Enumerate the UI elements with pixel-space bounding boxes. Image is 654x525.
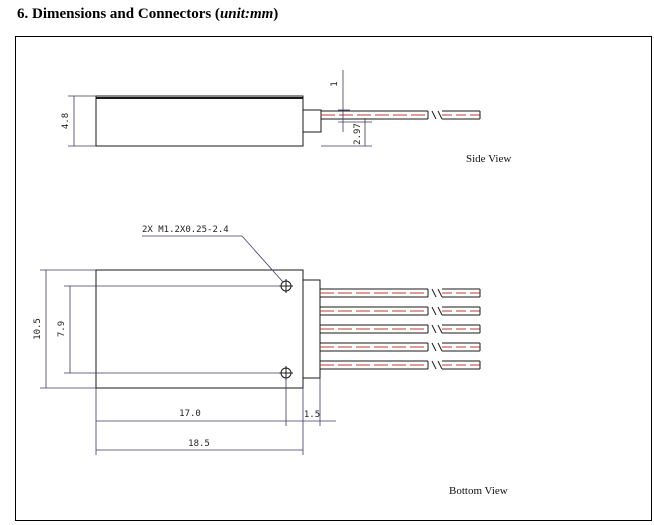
length-label: 18.5 — [188, 439, 210, 449]
side-body — [95, 95, 304, 147]
bottom-leads — [320, 288, 481, 370]
bottom-body — [95, 269, 304, 389]
side-view — [68, 70, 481, 147]
mount-hole-top — [279, 279, 293, 293]
heading-unit: unit:mm — [219, 6, 274, 22]
side-leads — [321, 110, 481, 120]
hole-span-label: 17.0 — [179, 409, 201, 419]
heading-title: 6. Dimensions and Connectors ( — [17, 6, 220, 22]
dim-connector — [286, 378, 336, 455]
bottom-view-caption: Bottom View — [449, 485, 508, 497]
bottom-view — [40, 235, 481, 455]
section-heading: 6. Dimensions and Connectors (unit:mm) — [17, 6, 278, 23]
dim-hole-span — [95, 378, 287, 455]
hole-note-leader — [142, 235, 284, 283]
side-pin-offset-label: 2.97 — [353, 123, 363, 145]
drawing-frame — [15, 36, 652, 521]
hole-note: 2X M1.2X0.25-2.4 — [142, 225, 229, 235]
side-connector — [302, 109, 322, 133]
mount-hole-bottom — [279, 366, 293, 380]
dim-side-offsets — [321, 70, 372, 147]
side-top-offset-label: 1 — [330, 81, 340, 86]
bottom-width-label: 10.5 — [33, 318, 43, 340]
dim-bottom-width — [40, 269, 96, 389]
hole-pitch-label: 7.9 — [57, 321, 67, 337]
bottom-connector — [302, 279, 321, 379]
heading-close: ) — [273, 6, 279, 22]
dim-hole-pitch — [64, 285, 281, 374]
connector-label: 1.5 — [304, 410, 320, 420]
dim-side-height — [68, 95, 96, 147]
side-height-label: 4.8 — [61, 113, 71, 129]
side-view-caption: Side View — [466, 153, 511, 165]
